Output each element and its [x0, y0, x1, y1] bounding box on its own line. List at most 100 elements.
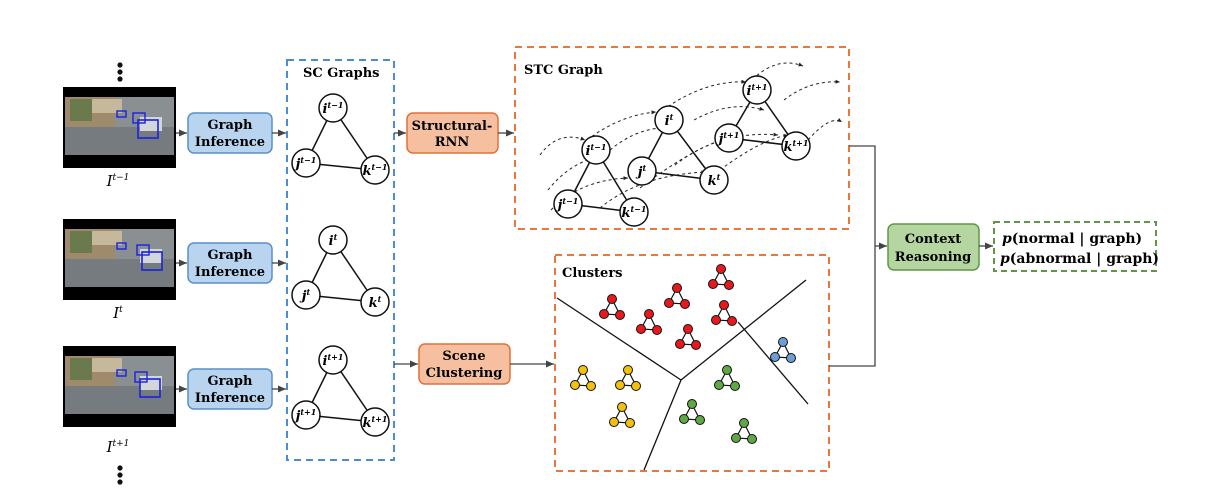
stc-node-6	[699, 165, 729, 195]
stc-node-label-3: kt+1	[783, 138, 808, 155]
sc-node-j	[291, 280, 321, 310]
sc-node-label-k-base: k	[369, 296, 378, 311]
scene-clustering-label-line2: Clustering	[426, 366, 503, 381]
context-reasoning-label-line2: Reasoning	[895, 250, 971, 265]
stc-node-5	[627, 156, 657, 186]
frame-image-1	[63, 219, 176, 300]
cluster-graph-red	[599, 294, 625, 320]
output-normal: p(normal | graph)	[1002, 231, 1142, 247]
cluster-graph-red	[675, 324, 701, 350]
stc-node-3	[781, 131, 811, 161]
sc-node-label-j: jt	[299, 287, 311, 304]
sc-node-label-j-base: j	[293, 409, 301, 424]
connector-stc-to-context	[849, 145, 876, 246]
cluster-graph-red	[708, 264, 734, 290]
sc-node-i	[318, 225, 348, 255]
stc-node-label-8: kt−1	[621, 204, 646, 221]
output-abnormal-p: p	[1000, 251, 1010, 267]
sc-node-label-i-sup: t	[334, 232, 338, 242]
sc-node-i	[318, 93, 348, 123]
graph-inference-label-line2: Inference	[195, 265, 265, 280]
frame-label-base: I	[112, 304, 120, 322]
graph-inference-label-line1: Graph	[208, 118, 253, 133]
sc-node-label-k: kt+1	[362, 414, 387, 431]
stc-node-label-7-sup: t−1	[562, 196, 578, 206]
sc-node-k	[360, 407, 390, 437]
graph-inference-label-line2: Inference	[195, 391, 265, 406]
cluster-boundary	[556, 297, 682, 381]
cluster-boundary	[643, 379, 682, 471]
stc-temporal-edge	[719, 133, 789, 171]
frame-label-1: It	[112, 304, 123, 322]
stc-node-label-1-base: i	[665, 114, 670, 129]
sc-node-i	[318, 345, 348, 375]
clusters-container	[554, 254, 830, 472]
sc-node-label-i: it+1	[322, 352, 343, 369]
connector-clusters-to-context	[829, 246, 876, 367]
stc-node-label-7-base: j	[555, 198, 563, 213]
frame-label-sup: t+1	[113, 439, 130, 449]
sc-node-label-k-sup: t+1	[371, 414, 387, 424]
sc-node-label-k-sup: t−1	[371, 162, 387, 172]
frame-label-sup: t	[119, 305, 123, 315]
stc-graph-container	[514, 46, 850, 230]
cluster-graph-green	[679, 399, 705, 425]
stc-temporal-edge	[693, 106, 765, 121]
graph-inference-label-line2: Inference	[195, 135, 265, 150]
stc-node-label-5: jt	[635, 163, 647, 180]
frame-image-2	[63, 346, 176, 427]
stc-node-label-6: kt	[708, 172, 721, 189]
stc-node-7	[553, 189, 583, 219]
cluster-graph-red	[711, 300, 737, 326]
frame-label-base: I	[106, 438, 114, 456]
stc-temporal-edge	[783, 79, 841, 101]
stc-graph-title: STC Graph	[524, 63, 603, 78]
stc-node-label-2: jt+1	[716, 130, 740, 147]
stc-temporal-edge	[807, 118, 843, 141]
cluster-graph-yellow	[615, 365, 641, 391]
frame-label-0: It−1	[106, 172, 130, 190]
sc-node-label-k: kt−1	[362, 162, 387, 179]
frame-label-base: I	[106, 172, 114, 190]
sc-node-label-k-base: k	[362, 416, 371, 431]
stc-temporal-edge	[539, 136, 586, 156]
stc-node-label-3-sup: t+1	[792, 138, 808, 148]
cluster-boundary	[680, 279, 807, 381]
stc-node-label-2-sup: t+1	[723, 130, 739, 140]
ellipsis-top	[117, 62, 123, 82]
stc-node-label-4: it−1	[585, 142, 606, 159]
cluster-graph-yellow	[609, 402, 635, 428]
sc-node-label-k-sup: t	[378, 294, 382, 304]
sc-node-label-j-sup: t+1	[300, 407, 316, 417]
cluster-boundary	[737, 321, 809, 405]
stc-node-label-1: it	[665, 112, 674, 129]
stc-temporal-edge	[609, 125, 676, 151]
stc-node-label-4-sup: t−1	[590, 142, 606, 152]
sc-node-j	[291, 400, 321, 430]
sc-node-label-k-base: k	[362, 164, 371, 179]
graph-inference-label-line1: Graph	[208, 374, 253, 389]
sc-node-label-i-sup: t+1	[327, 352, 343, 362]
stc-node-label-0-base: i	[746, 84, 751, 99]
output-abnormal: p(abnormal | graph)	[1000, 251, 1159, 267]
sc-node-label-i-base: i	[322, 354, 327, 369]
sc-node-label-j-base: j	[299, 289, 307, 304]
stc-node-8	[619, 197, 649, 227]
cluster-graph-red	[664, 283, 690, 309]
frame-label-2: It+1	[106, 438, 130, 456]
stc-node-label-4-base: i	[585, 144, 590, 159]
scene-clustering-node: Scene Clustering	[418, 343, 511, 385]
cluster-graph-green	[731, 418, 757, 444]
cluster-graph-red	[636, 309, 662, 335]
sc-node-k	[360, 287, 390, 317]
cluster-graph-green	[714, 365, 740, 391]
sc-node-label-k: kt	[369, 294, 382, 311]
sc-node-label-j-sup: t−1	[300, 155, 316, 165]
stc-temporal-edge	[662, 79, 747, 111]
stc-node-1	[654, 105, 684, 135]
sc-graphs-container	[286, 59, 395, 461]
ellipsis-bottom	[117, 465, 123, 485]
